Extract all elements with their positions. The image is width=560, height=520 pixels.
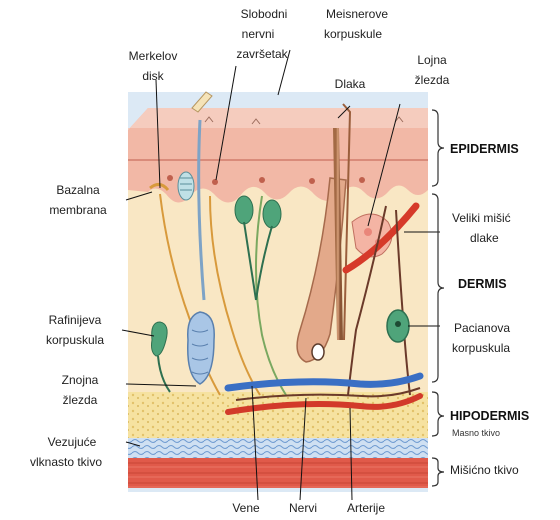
label-ruffini-2: korpuskula	[46, 333, 104, 347]
label-nerves: Nervi	[289, 501, 317, 515]
label-veins: Vene	[232, 501, 260, 515]
label-connective-1: Vezujuće	[48, 435, 97, 449]
label-free-nerve-ending-2: nervni	[242, 27, 275, 41]
label-pacinian-1: Pacianova	[454, 321, 510, 335]
label-sebaceous-1: Lojna	[417, 53, 447, 67]
label-hair: Dlaka	[335, 77, 366, 91]
layer-brackets	[432, 110, 444, 486]
pacinian-corpuscle	[387, 310, 409, 342]
label-ruffini-1: Rafinijeva	[49, 313, 102, 327]
label-merkel-1: Merkelov	[129, 49, 178, 63]
label-connective-2: vlknasto tkivo	[30, 455, 102, 469]
meissner-corpuscle	[178, 172, 194, 200]
label-meissner-2: korpuskule	[324, 27, 382, 41]
muscle-layer	[128, 458, 428, 488]
label-sweat-gland-1: Znojna	[62, 373, 99, 387]
label-epidermis: EPIDERMIS	[450, 142, 519, 156]
label-sebaceous-2: žlezda	[415, 73, 450, 87]
label-arteries: Arterije	[347, 501, 385, 515]
label-arrector-2: dlake	[470, 231, 499, 245]
label-muscle-tissue: Mišićno tkivo	[450, 463, 519, 477]
label-free-nerve-ending-3: završetak	[236, 47, 288, 61]
label-basal-membrane-1: Bazalna	[56, 183, 100, 197]
label-fat-tissue: Masno tkivo	[452, 428, 500, 438]
connective-tissue-layer	[128, 438, 428, 458]
epidermis-layer	[128, 108, 428, 203]
label-meissner-1: Meisnerove	[326, 7, 388, 21]
label-basal-membrane-2: membrana	[49, 203, 107, 217]
hypodermis-layer	[128, 390, 428, 438]
label-pacinian-2: korpuskula	[452, 341, 510, 355]
label-arrector-1: Veliki mišić	[452, 211, 511, 225]
label-merkel-2: disk	[142, 69, 164, 83]
label-sweat-gland-2: žlezda	[63, 393, 98, 407]
label-free-nerve-ending-1: Slobodni	[241, 7, 288, 21]
label-hypodermis: HIPODERMIS	[450, 409, 529, 423]
label-dermis: DERMIS	[458, 277, 507, 291]
